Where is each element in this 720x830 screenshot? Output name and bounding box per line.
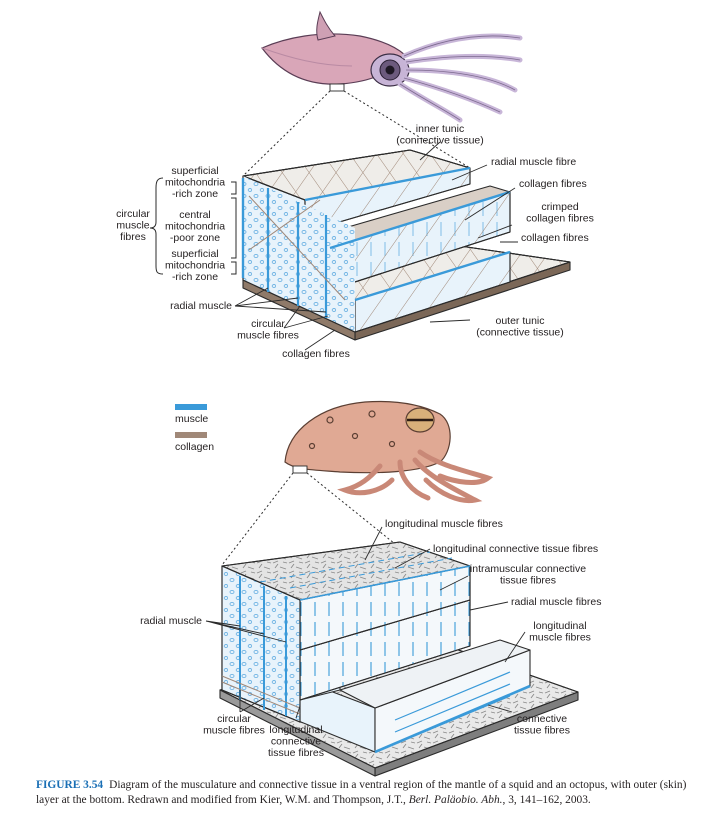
caption-journal: Berl. Paläobio. Abh. xyxy=(408,794,503,806)
octopus-sample-marker xyxy=(292,465,308,474)
label-radial-muscle-fibres: radial muscle fibres xyxy=(511,596,601,608)
squid-zoom-lines xyxy=(242,90,471,177)
octopus-leader-lines xyxy=(205,526,526,719)
octopus-illustration xyxy=(284,400,494,504)
squid-zone-bracket xyxy=(149,177,164,275)
squid-tissue-block xyxy=(241,149,571,341)
octopus-zoom-lines xyxy=(221,472,406,566)
squid-leader-lines xyxy=(234,141,518,351)
figure-number: FIGURE 3.54 xyxy=(36,779,104,791)
octopus-tissue-block xyxy=(219,541,579,777)
label-collagen-fibres-top: collagen fibres xyxy=(519,178,587,190)
legend-muscle-swatch xyxy=(175,404,207,410)
legend-collagen-swatch xyxy=(175,432,207,438)
label-inner-tunic: inner tunic(connective tissue) xyxy=(396,123,484,147)
label-collagen-fibres-right: collagen fibres xyxy=(521,232,589,244)
squid-illustration xyxy=(261,10,523,123)
label-longitudinal-connective-tissue-fibres-top: longitudinal connective tissue fibres xyxy=(433,543,598,555)
caption-text: Diagram of the musculature and connectiv… xyxy=(36,779,687,806)
caption-text-end: , 3, 141–162, 2003. xyxy=(502,794,591,806)
squid-zone-ticks xyxy=(231,181,237,275)
label-longitudinal-muscle-fibres-top: longitudinal muscle fibres xyxy=(385,518,503,530)
legend-collagen-label: collagen xyxy=(175,441,214,453)
label-radial-muscle-fibre: radial muscle fibre xyxy=(491,156,576,168)
label-radial-muscle: radial muscle xyxy=(170,300,232,312)
legend: muscle collagen xyxy=(175,404,214,453)
label-collagen-fibres-bottom: collagen fibres xyxy=(282,348,350,360)
label-octopus-radial-muscle: radial muscle xyxy=(140,615,202,627)
squid-sample-marker xyxy=(329,83,345,92)
legend-muscle-label: muscle xyxy=(175,413,208,425)
label-outer-tunic: outer tunic(connective tissue) xyxy=(476,315,564,339)
